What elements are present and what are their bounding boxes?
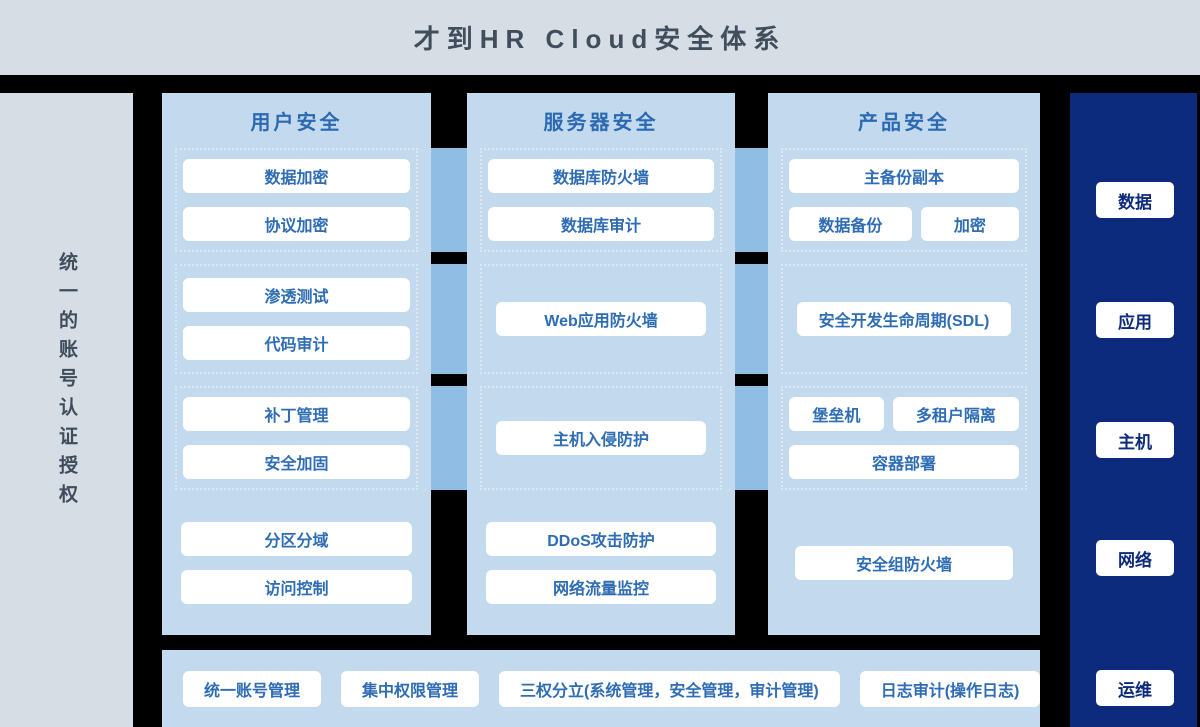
- security-item-pill: 安全组防火墙: [795, 545, 1013, 580]
- button-line: 代码审计: [177, 326, 416, 360]
- button-line: 数据库审计: [482, 207, 720, 241]
- security-item-pill: 堡垒机: [789, 397, 884, 431]
- dashed-group: 数据库防火墙数据库审计: [480, 148, 722, 252]
- button-line: 访问控制: [175, 569, 418, 604]
- button-line: 安全加固: [177, 445, 416, 479]
- security-item-pill: 协议加密: [183, 207, 410, 241]
- security-item-pill: 数据库审计: [488, 207, 714, 241]
- button-line: 主机入侵防护: [482, 421, 720, 455]
- security-item-pill: 分区分域: [181, 521, 412, 556]
- left-panel-label: 统一的账号认证授权: [56, 252, 77, 513]
- security-item-pill: 数据库防火墙: [488, 159, 714, 193]
- column-connector: [735, 386, 768, 490]
- button-line: 数据加密: [177, 159, 416, 193]
- column-title: 产品安全: [858, 112, 950, 134]
- button-line: 安全开发生命周期(SDL): [783, 302, 1025, 336]
- right-panel-layers: 数据应用主机网络运维: [1070, 93, 1197, 727]
- governance-item-pill: 三权分立(系统管理，安全管理，审计管理): [499, 670, 840, 707]
- security-item-pill: 多租户隔离: [892, 397, 1019, 431]
- security-item-pill: 主机入侵防护: [496, 421, 706, 455]
- button-line: 数据备份加密: [783, 207, 1025, 241]
- page-title: 才到HR Cloud安全体系: [413, 24, 787, 54]
- button-line: DDoS攻击防护: [480, 521, 722, 556]
- security-item-pill: Web应用防火墙: [496, 302, 706, 336]
- button-line: 分区分域: [175, 521, 418, 556]
- layer-label-pill: 数据: [1096, 182, 1174, 218]
- button-line: Web应用防火墙: [482, 302, 720, 336]
- column-title: 服务器安全: [543, 112, 659, 134]
- button-line: 协议加密: [177, 207, 416, 241]
- layer-label-pill: 网络: [1096, 540, 1174, 576]
- security-item-pill: 安全加固: [183, 445, 410, 479]
- column-connector: [431, 386, 467, 490]
- column-connector: [431, 148, 467, 252]
- security-item-pill: DDoS攻击防护: [486, 521, 716, 556]
- button-line: 渗透测试: [177, 278, 416, 312]
- dashed-group: 渗透测试代码审计: [175, 264, 418, 374]
- security-item-pill: 数据加密: [183, 159, 410, 193]
- dashed-group: 补丁管理安全加固: [175, 386, 418, 490]
- button-line: 堡垒机多租户隔离: [783, 397, 1025, 431]
- dashed-group: 堡垒机多租户隔离容器部署: [781, 386, 1027, 490]
- layer-label-pill: 应用: [1096, 302, 1174, 338]
- column-connector: [735, 264, 768, 374]
- governance-item-pill: 日志审计(操作日志): [859, 670, 1041, 707]
- left-panel-unified-auth: 统一的账号认证授权: [0, 93, 133, 727]
- button-line: 数据库防火墙: [482, 159, 720, 193]
- button-line: 网络流量监控: [480, 569, 722, 604]
- button-line: 主备份副本: [783, 159, 1025, 193]
- column-product-security: 产品安全 主备份副本数据备份加密安全开发生命周期(SDL)堡垒机多租户隔离容器部…: [768, 93, 1040, 635]
- security-item-pill: 容器部署: [789, 445, 1019, 479]
- group: DDoS攻击防护网络流量监控: [480, 490, 722, 635]
- dashed-group: 主备份副本数据备份加密: [781, 148, 1027, 252]
- column-title: 用户安全: [250, 112, 343, 134]
- dashed-group: Web应用防火墙: [480, 264, 722, 374]
- column-server-security: 服务器安全 数据库防火墙数据库审计 Web应用防火墙主机入侵防护 DDoS攻击防护网…: [467, 93, 735, 635]
- dashed-group: 数据加密协议加密: [175, 148, 418, 252]
- dashed-group: 主机入侵防护: [480, 386, 722, 490]
- dashed-group: 安全开发生命周期(SDL): [781, 264, 1027, 374]
- group: 安全组防火墙: [781, 490, 1027, 635]
- button-line: 容器部署: [783, 445, 1025, 479]
- security-item-pill: 加密: [920, 207, 1019, 241]
- layer-label-pill: 主机: [1096, 422, 1174, 458]
- security-item-pill: 主备份副本: [789, 159, 1019, 193]
- security-item-pill: 代码审计: [183, 326, 410, 360]
- column-connector: [735, 148, 768, 252]
- title-bar: 才到HR Cloud安全体系: [0, 0, 1200, 75]
- column-user-security: 用户安全 数据加密协议加密渗透测试代码审计补丁管理安全加固分区分域访问控制: [162, 93, 431, 635]
- governance-item-pill: 集中权限管理: [341, 670, 480, 707]
- layer-label-pill: 运维: [1096, 670, 1174, 706]
- button-line: 安全组防火墙: [781, 545, 1027, 580]
- security-item-pill: 数据备份: [789, 207, 912, 241]
- security-item-pill: 安全开发生命周期(SDL): [797, 302, 1011, 336]
- column-connector: [431, 264, 467, 374]
- security-item-pill: 补丁管理: [183, 397, 410, 431]
- bottom-governance-bar: 统一账号管理集中权限管理三权分立(系统管理，安全管理，审计管理) 日志审计(操作日…: [162, 650, 1041, 727]
- security-item-pill: 访问控制: [181, 569, 412, 604]
- security-item-pill: 网络流量监控: [486, 569, 716, 604]
- security-item-pill: 渗透测试: [183, 278, 410, 312]
- button-line: 补丁管理: [177, 397, 416, 431]
- governance-item-pill: 统一账号管理: [183, 670, 322, 707]
- group: 分区分域访问控制: [175, 490, 418, 635]
